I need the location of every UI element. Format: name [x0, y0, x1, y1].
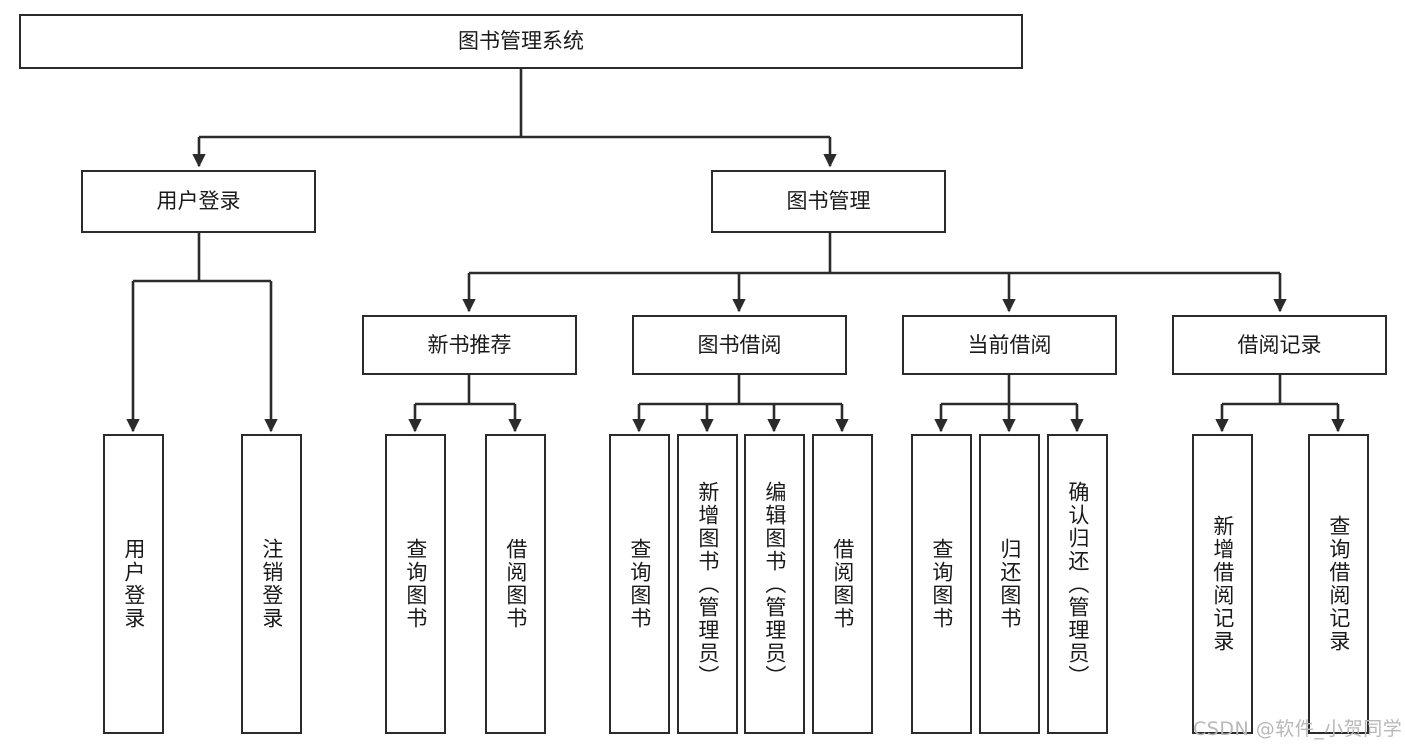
leaf-confirm-return-admin[interactable]: 确认归还（管理员）	[1047, 434, 1108, 734]
leaf-add-book-admin[interactable]: 新增图书（管理员）	[677, 434, 738, 734]
node-book-management[interactable]: 图书管理	[711, 170, 946, 233]
csdn-watermark: CSDN @软件_小贺同学	[1193, 718, 1403, 740]
leaf-query-book-recommend[interactable]: 查询图书	[385, 434, 446, 734]
leaf-add-book-admin-label: 新增图书（管理员）	[695, 480, 720, 688]
leaf-query-book-current-label: 查询图书	[929, 538, 954, 630]
node-new-book-recommend-label: 新书推荐	[427, 332, 512, 357]
leaf-borrow-book[interactable]: 借阅图书	[812, 434, 873, 734]
leaf-add-borrow-record[interactable]: 新增借阅记录	[1192, 434, 1253, 734]
node-user-login-label: 用户登录	[156, 189, 241, 214]
node-book-management-label: 图书管理	[786, 189, 871, 214]
node-user-login[interactable]: 用户登录	[81, 170, 316, 233]
leaf-logout[interactable]: 注销登录	[241, 434, 302, 734]
node-current-borrow[interactable]: 当前借阅	[902, 315, 1117, 375]
leaf-logout-label: 注销登录	[259, 538, 284, 630]
leaf-user-login-label: 用户登录	[121, 538, 146, 630]
leaf-return-book[interactable]: 归还图书	[979, 434, 1040, 734]
leaf-return-book-label: 归还图书	[997, 538, 1022, 630]
leaf-query-borrow-record-label: 查询借阅记录	[1326, 515, 1351, 653]
leaf-query-book-recommend-label: 查询图书	[403, 538, 428, 630]
leaf-user-login[interactable]: 用户登录	[103, 434, 164, 734]
leaf-confirm-return-admin-label: 确认归还（管理员）	[1065, 480, 1090, 688]
node-borrow-records[interactable]: 借阅记录	[1172, 315, 1387, 375]
leaf-add-borrow-record-label: 新增借阅记录	[1210, 515, 1235, 653]
leaf-edit-book-admin-label: 编辑图书（管理员）	[762, 480, 787, 688]
leaf-query-book-borrow-label: 查询图书	[627, 538, 652, 630]
leaf-borrow-book-recommend-label: 借阅图书	[503, 538, 528, 630]
node-current-borrow-label: 当前借阅	[967, 332, 1052, 357]
leaf-borrow-book-recommend[interactable]: 借阅图书	[485, 434, 546, 734]
leaf-borrow-book-label: 借阅图书	[830, 538, 855, 630]
node-book-borrow[interactable]: 图书借阅	[632, 315, 847, 375]
node-book-borrow-label: 图书借阅	[697, 332, 782, 357]
node-new-book-recommend[interactable]: 新书推荐	[362, 315, 577, 375]
leaf-query-book-current[interactable]: 查询图书	[911, 434, 972, 734]
leaf-query-borrow-record[interactable]: 查询借阅记录	[1308, 434, 1369, 734]
leaf-query-book-borrow[interactable]: 查询图书	[609, 434, 670, 734]
node-root-label: 图书管理系统	[458, 29, 584, 54]
node-root[interactable]: 图书管理系统	[19, 14, 1023, 69]
leaf-edit-book-admin[interactable]: 编辑图书（管理员）	[744, 434, 805, 734]
node-borrow-records-label: 借阅记录	[1237, 332, 1322, 357]
